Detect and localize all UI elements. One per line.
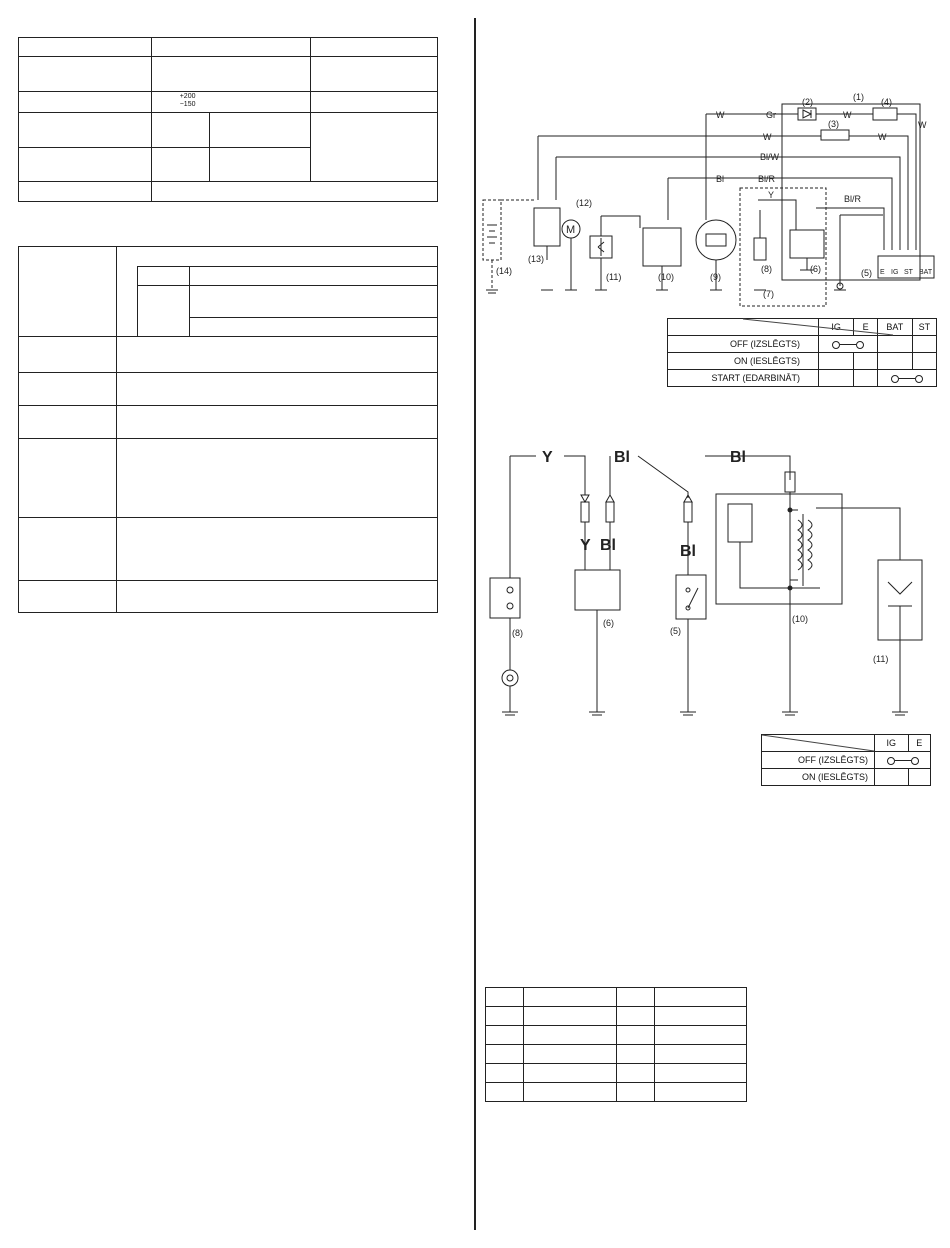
- bottom-ref-5: (5): [670, 626, 681, 636]
- sw1-off-link: [818, 335, 878, 353]
- sw1-row-off: OFF (IZSLĒGTS): [667, 335, 819, 353]
- sw2-row-off: OFF (IZSLĒGTS): [761, 751, 875, 769]
- ref-11: (11): [606, 272, 621, 282]
- terminal-e: E: [880, 269, 885, 276]
- sw2-header-ig: IG: [874, 734, 909, 752]
- wire-w-3: W: [918, 120, 927, 130]
- ref-14: (14): [496, 266, 512, 276]
- wire-bl-r-2: Bl/R: [844, 194, 862, 204]
- ref-7: (7): [763, 289, 774, 299]
- wire-bl-r: Bl/R: [758, 174, 776, 184]
- wire-w-5: W: [878, 132, 887, 142]
- sw2-row-on: ON (IESLĒGTS): [761, 768, 875, 786]
- sw1-start-link: [876, 369, 938, 387]
- sw2-header-e: E: [907, 734, 932, 752]
- wire-gr: Gr: [766, 110, 776, 120]
- ref-3: (3): [828, 119, 839, 129]
- ref-4: (4): [881, 97, 892, 107]
- terminal-ig: IG: [891, 269, 898, 276]
- bottom-wire-y-top: Y: [542, 449, 553, 466]
- switch-table-2: IG E OFF (IZSLĒGTS) ON (IESLĒGTS): [761, 734, 932, 786]
- bottom-ref-10: (10): [792, 614, 808, 624]
- spec-table-1: +200 −150: [18, 37, 439, 202]
- ref-6: (6): [810, 264, 821, 274]
- wire-w-2: W: [843, 110, 852, 120]
- ref-5: (5): [861, 268, 872, 278]
- bottom-ref-8: (8): [512, 628, 523, 638]
- terminal-bat: BAT: [919, 269, 933, 276]
- wire-bl-w: Bl/W: [760, 152, 780, 162]
- tolerance-minus: −150: [179, 101, 196, 108]
- switch-table-1: IG E BAT ST OFF (IZSLĒGTS) ON (IESLĒGTS)…: [667, 318, 938, 387]
- ref-2: (2): [802, 97, 813, 107]
- bottom-wire-bl-1: Bl: [600, 537, 616, 554]
- motor-symbol: M: [566, 224, 575, 236]
- bottom-wire-bl-top-2: Bl: [730, 449, 746, 466]
- ref-10: (10): [658, 272, 674, 282]
- tolerance-plus: +200: [179, 93, 196, 100]
- ref-1: (1): [853, 92, 864, 102]
- ref-8: (8): [761, 264, 772, 274]
- wire-w-1: W: [716, 110, 725, 120]
- ignition-circuit-diagram: Y Bl Bl Y Bl Bl (8) (6) (5) (10) (11): [489, 449, 923, 716]
- wire-y: Y: [768, 190, 774, 200]
- sw2-off-link: [874, 751, 931, 769]
- wire-bl: Bl: [716, 174, 724, 184]
- spec-table-2: [18, 246, 438, 613]
- bottom-ref-11: (11): [873, 654, 888, 664]
- bottom-wire-bl-top-1: Bl: [614, 449, 630, 466]
- bottom-ref-6: (6): [603, 618, 614, 628]
- sw1-row-start: START (EDARBINĀT): [667, 369, 819, 387]
- sw1-row-on: ON (IESLĒGTS): [667, 352, 819, 370]
- ref-9: (9): [710, 272, 721, 282]
- wire-w-4: W: [763, 132, 772, 142]
- ignition-wiring-diagram: (1) (2) (3) (4) W Gr W W W W Bl/W Bl Bl/…: [482, 92, 935, 307]
- ref-12: (12): [576, 198, 592, 208]
- terminal-st: ST: [904, 269, 914, 276]
- ref-13: (13): [528, 254, 544, 264]
- spec-table-3: [484, 987, 748, 1102]
- column-divider: [474, 18, 476, 1230]
- sw1-header-st: ST: [911, 318, 938, 336]
